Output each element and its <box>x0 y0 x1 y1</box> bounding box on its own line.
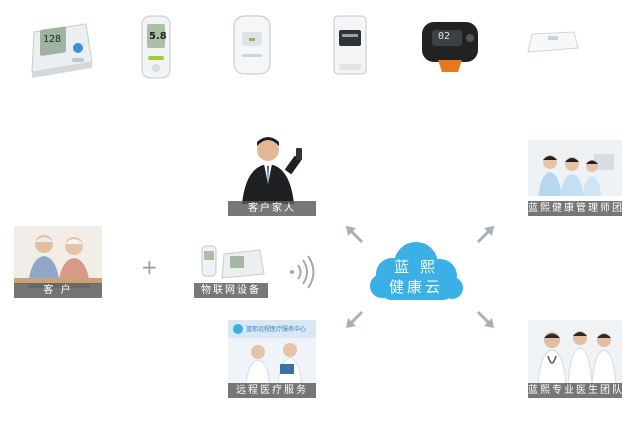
white-handheld-device-icon <box>232 14 272 76</box>
node-health-team: 蓝熙健康管理师团队 <box>528 140 622 216</box>
body-scale-icon <box>526 30 580 54</box>
node-family-label: 客户家人 <box>228 201 316 216</box>
remote-sign-text: 蓝熙远程医疗服务中心 <box>246 326 307 333</box>
node-iot-label: 物联网设备 <box>194 283 268 298</box>
arrow-up-left-icon <box>346 226 364 244</box>
node-doctor-team-label: 蓝熙专业医生团队 <box>528 383 622 398</box>
iot-devices-icon <box>201 245 265 279</box>
node-client: 客 户 <box>14 226 102 298</box>
glucose-display-value: 5.8 <box>149 31 167 42</box>
node-doctor-team: 蓝熙专业医生团队 <box>528 320 622 398</box>
cloud-icon <box>370 242 463 300</box>
watch-display-value: 02 <box>438 31 451 42</box>
businessman-phone-icon <box>242 137 302 204</box>
arrow-up-right-icon <box>476 226 494 244</box>
node-remote-label: 远程医疗服务 <box>228 383 316 398</box>
cloud-label-line2: 健康云 <box>388 278 443 296</box>
node-remote: 蓝熙远程医疗服务中心 远程医疗服务 <box>228 320 316 398</box>
signal-icon <box>290 255 315 289</box>
bp-display-value: 128 <box>43 34 62 45</box>
health-cloud: 蓝 熙 健康云 <box>366 238 466 306</box>
wrist-watch-device-icon: 02 <box>420 14 480 72</box>
arrow-down-left-icon <box>346 310 364 328</box>
desk-monitor-device-icon <box>332 14 368 78</box>
doctor-team-photo-icon <box>528 320 622 398</box>
node-health-team-label: 蓝熙健康管理师团队 <box>528 201 622 216</box>
cloud-label-line1: 蓝 熙 <box>394 258 438 276</box>
arrow-down-right-icon <box>476 310 494 328</box>
node-iot: 物联网设备 <box>194 240 268 298</box>
glucose-meter-icon: 5.8 <box>140 14 172 80</box>
plus-sign: + <box>141 255 158 279</box>
node-family: 客户家人 <box>228 128 316 216</box>
blood-pressure-monitor-icon: 128 <box>26 18 94 78</box>
node-client-label: 客 户 <box>14 283 102 298</box>
